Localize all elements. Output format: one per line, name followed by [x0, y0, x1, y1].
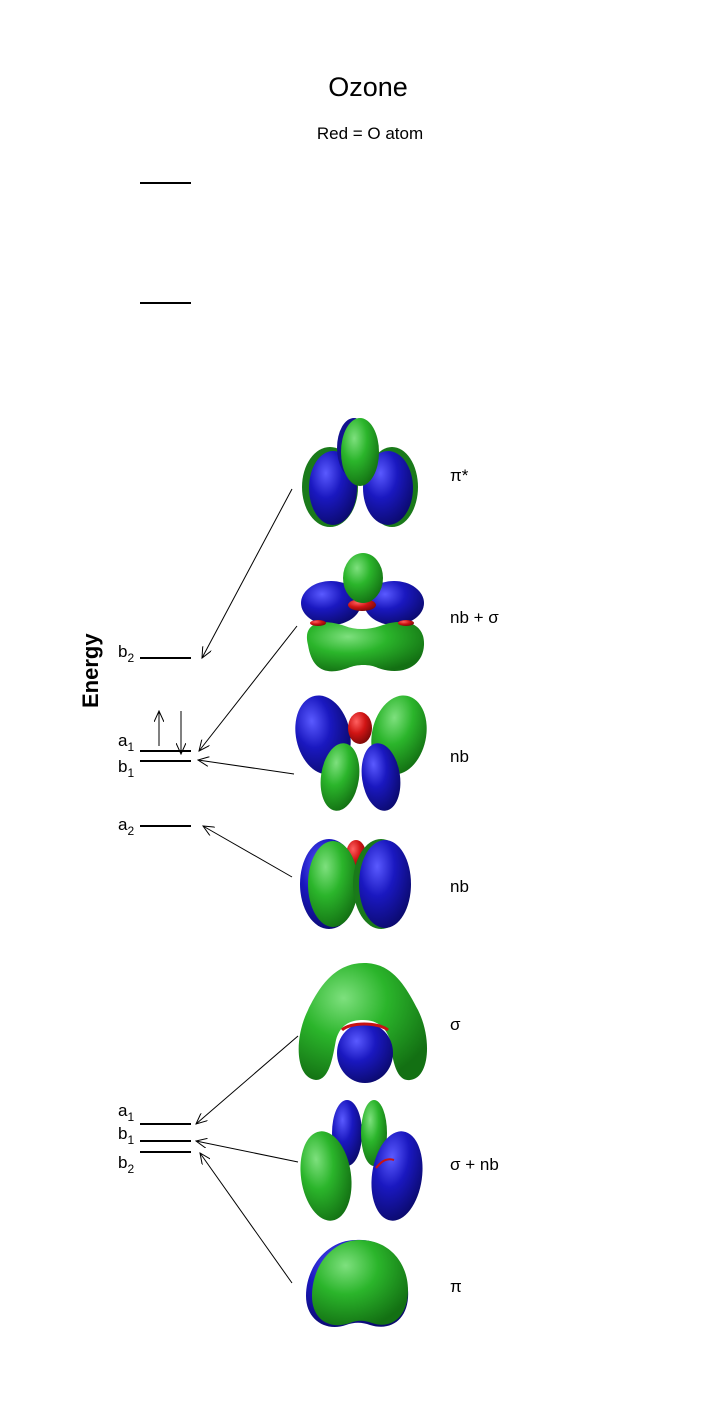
- orbital-label-sigma: σ: [450, 1015, 461, 1034]
- diagram-subtitle: Red = O atom: [316, 124, 424, 143]
- orbital-label-pi: π: [450, 1277, 462, 1296]
- level-label-b1-upper: b1: [118, 757, 135, 780]
- level-label-a2: a2: [118, 815, 135, 838]
- orbital-pi-star-image: [302, 418, 418, 527]
- arrow-pi: [200, 1153, 293, 1284]
- orbital-label-nb-sigma: nb + σ: [450, 608, 499, 627]
- orbital-label-sigma-nb: σ + nb: [450, 1155, 499, 1174]
- level-label-b2-lower: b2: [118, 1153, 135, 1176]
- orbital-nb-1-image: [295, 695, 427, 811]
- level-label-b2-upper: b2: [118, 642, 135, 665]
- arrow-nb-sigma: [199, 625, 298, 751]
- orbital-label-pi-star: π*: [450, 466, 469, 485]
- connector-arrows: [196, 488, 299, 1284]
- arrow-sigma: [196, 1035, 299, 1124]
- level-label-b1-lower: b1: [118, 1124, 135, 1147]
- level-label-a1-lower: a1: [118, 1101, 135, 1124]
- orbital-label-nb-1: nb: [450, 747, 469, 766]
- orbital-sigma-nb-image: [300, 1100, 423, 1221]
- arrow-nb-1: [198, 760, 295, 775]
- arrow-sigma-nb: [196, 1141, 299, 1163]
- arrow-nb-2: [203, 826, 293, 878]
- orbital-nb-2-image: [300, 839, 411, 929]
- energy-levels: [140, 182, 191, 1153]
- orbital-pi-image: [306, 1239, 409, 1327]
- arrow-pi-star: [202, 488, 293, 658]
- orbital-sigma-image: [298, 963, 428, 1083]
- diagram-title: Ozone: [328, 72, 408, 102]
- orbital-label-nb-2: nb: [450, 877, 469, 896]
- orbital-nb-sigma-image: [301, 553, 425, 672]
- electron-spins: [159, 711, 181, 754]
- level-label-a1-upper: a1: [118, 731, 135, 754]
